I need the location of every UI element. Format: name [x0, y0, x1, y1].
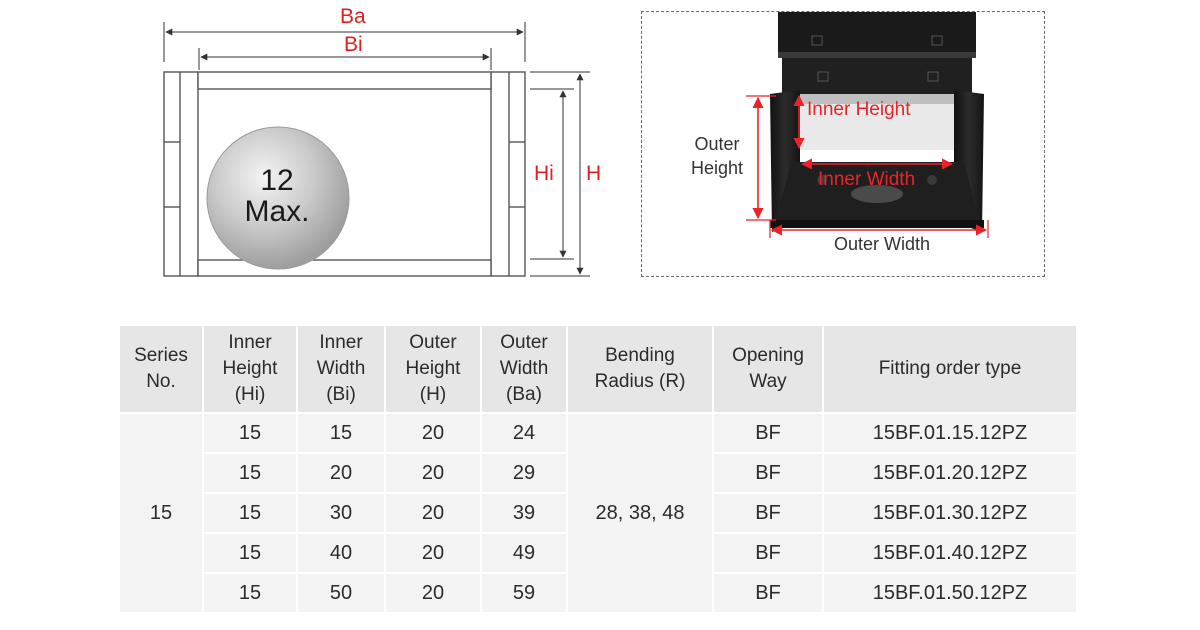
- cell-outer-width: 24: [482, 414, 568, 454]
- cell-outer-height: 20: [386, 454, 482, 494]
- cell-inner-width: 30: [298, 494, 386, 534]
- label-hi: Hi: [534, 162, 554, 185]
- photo-label-inner-width: Inner Width: [818, 169, 916, 190]
- table-row: 15 30 20 39 BF 15BF.01.30.12PZ: [120, 494, 1076, 534]
- ball-suffix: Max.: [244, 194, 310, 228]
- cell-fitting-order-type: 15BF.01.20.12PZ: [824, 454, 1076, 494]
- cell-opening-way: BF: [714, 574, 824, 614]
- cell-inner-width: 40: [298, 534, 386, 574]
- table-row: 15 20 20 29 BF 15BF.01.20.12PZ: [120, 454, 1076, 494]
- cross-section-diagram: Ba Bi Hi H 12 Max.: [0, 0, 640, 310]
- cell-outer-width: 49: [482, 534, 568, 574]
- cell-outer-width: 39: [482, 494, 568, 534]
- max-cable-ball: [206, 126, 350, 270]
- cell-outer-width: 29: [482, 454, 568, 494]
- cell-outer-height: 20: [386, 494, 482, 534]
- cell-inner-height: 15: [204, 534, 298, 574]
- cell-opening-way: BF: [714, 414, 824, 454]
- cell-inner-width: 20: [298, 454, 386, 494]
- cell-outer-height: 20: [386, 534, 482, 574]
- cell-series-no: 15: [120, 414, 204, 614]
- cell-opening-way: BF: [714, 494, 824, 534]
- cell-inner-height: 15: [204, 494, 298, 534]
- table-row: 15 50 20 59 BF 15BF.01.50.12PZ: [120, 574, 1076, 614]
- photo-label-outer-height: Outer Height: [672, 132, 762, 181]
- cell-bending-radius: 28, 38, 48: [568, 414, 714, 614]
- photo-label-inner-height: Inner Height: [807, 99, 911, 120]
- product-photo-panel: Inner Height Inner Width Outer Height Ou…: [641, 11, 1045, 277]
- drag-chain-illustration: [746, 12, 989, 238]
- table-row: 15 15 15 20 24 28, 38, 48 BF 15BF.01.15.…: [120, 414, 1076, 614]
- photo-label-outer-width: Outer Width: [833, 234, 931, 254]
- label-h: H: [586, 162, 602, 185]
- outer-height-dimension: [530, 71, 590, 277]
- outer-width-dimension: [163, 22, 526, 62]
- cell-outer-height: 20: [386, 414, 482, 454]
- cell-fitting-order-type: 15BF.01.30.12PZ: [824, 494, 1076, 534]
- table-row: 15 40 20 49 BF 15BF.01.40.12PZ: [120, 534, 1076, 574]
- label-ba: Ba: [340, 5, 366, 28]
- cross-section-drawing: [163, 22, 590, 277]
- cell-outer-height: 20: [386, 574, 482, 614]
- ball-label: 12 Max.: [222, 164, 332, 228]
- cell-inner-height: 15: [204, 454, 298, 494]
- ball-value: 12: [260, 164, 294, 197]
- label-bi: Bi: [344, 33, 363, 56]
- header-fitting-order-type: Fitting order type: [824, 326, 1076, 414]
- outer-height-line2: Height: [690, 158, 744, 179]
- cell-fitting-order-type: 15BF.01.40.12PZ: [824, 534, 1076, 574]
- cell-opening-way: BF: [714, 534, 824, 574]
- inner-width-dimension: [198, 48, 492, 70]
- cell-inner-height: 15: [204, 414, 298, 454]
- inner-height-dimension: [530, 88, 574, 260]
- cell-inner-width: 15: [298, 414, 386, 454]
- cell-inner-height: 15: [204, 574, 298, 614]
- cell-fitting-order-type: 15BF.01.50.12PZ: [824, 574, 1076, 614]
- outer-height-line1: Outer: [694, 134, 740, 154]
- cell-inner-width: 50: [298, 574, 386, 614]
- cell-opening-way: BF: [714, 454, 824, 494]
- cell-outer-width: 59: [482, 574, 568, 614]
- cell-fitting-order-type: 15BF.01.15.12PZ: [824, 414, 1076, 454]
